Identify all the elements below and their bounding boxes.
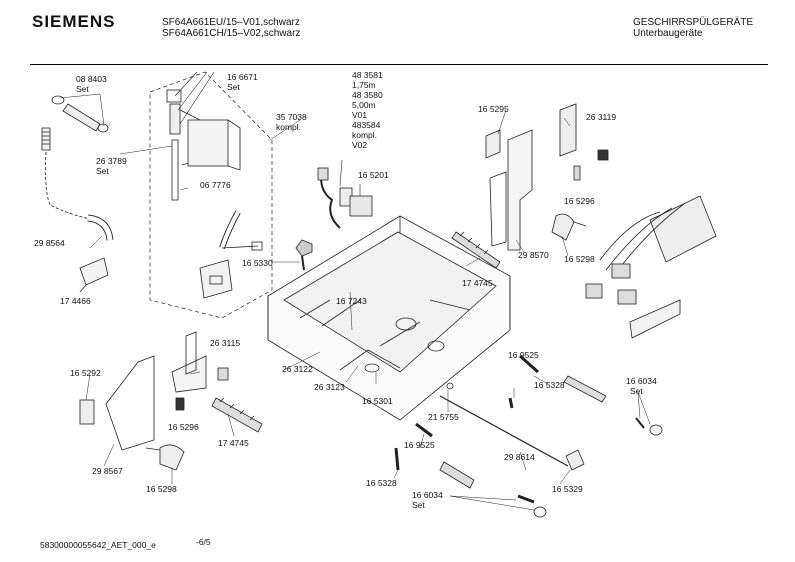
label-set-263789: Set [96, 166, 109, 176]
label-483580: 48 3580 [352, 90, 383, 100]
label-298567: 29 8567 [92, 466, 123, 476]
corrugated-hose-drawing [41, 127, 51, 151]
level-switch-drawing [439, 375, 607, 489]
label-166671: 16 6671 [227, 72, 258, 82]
valve-bracket-drawing [199, 259, 233, 299]
bracket-174466-drawing [79, 257, 109, 293]
label-v01: V01 [352, 110, 368, 120]
label-088403: 08 8403 [76, 74, 107, 84]
screws-drawing [394, 354, 645, 504]
label-298570: 29 8570 [518, 250, 549, 260]
label-set-166671: Set [227, 82, 240, 92]
label-165301: 16 5301 [362, 396, 393, 406]
model-line-2: SF64A661CH/15–V02,schwarz [162, 28, 301, 39]
header-rule [30, 64, 768, 65]
label-215755: 21 5755 [428, 412, 459, 422]
label-067776: 06 7776 [200, 180, 231, 190]
float-rod-drawing [439, 395, 569, 467]
subcategory-title: Unterbaugeräte [633, 28, 703, 39]
hose-clamp-set-drawing [51, 95, 109, 133]
model-line-1: SF64A661EU/15–V01,schwarz [162, 17, 300, 28]
label-174745-lower: 17 4745 [218, 438, 249, 448]
label-483584: 483584 [352, 120, 381, 130]
label-174466: 17 4466 [60, 296, 91, 306]
label-set-088403: Set [76, 84, 89, 94]
label-165201: 16 5201 [358, 170, 389, 180]
valve-group-outline [149, 71, 273, 319]
category-title: GESCHIRRSPÜLGERÄTE [633, 17, 754, 28]
label-165298-right: 16 5298 [564, 254, 595, 264]
label-v02: V02 [352, 140, 368, 150]
label-263119: 26 3119 [586, 112, 617, 122]
label-263789: 26 3789 [96, 156, 127, 166]
label-263123: 26 3123 [314, 382, 345, 392]
label-165330: 16 5330 [242, 258, 273, 268]
label-set-166034-right: Set [630, 386, 643, 396]
leader-lines [59, 93, 651, 511]
inlet-valve-drawing [166, 89, 241, 201]
label-298564: 29 8564 [34, 238, 65, 248]
label-set-166034-lower: Set [412, 500, 425, 510]
label-169525-lower: 16 9525 [404, 440, 435, 450]
label-165295: 16 5295 [478, 104, 509, 114]
label-kompl-357038: kompl. [276, 122, 302, 132]
valve-hose-drawing [219, 210, 263, 251]
label-263122: 26 3122 [282, 364, 313, 374]
label-165296-left: 16 5296 [168, 422, 199, 432]
label-165296-right: 16 5296 [564, 196, 595, 206]
label-167243: 16 7243 [336, 296, 367, 306]
brand-logo: SIEMENS [32, 12, 116, 31]
label-length-175: 1,75m [352, 80, 376, 90]
label-357038: 35 7038 [276, 112, 307, 122]
wiring-harness-right-drawing [585, 195, 717, 339]
document-id: 58300000055642_AET_000_e [40, 540, 156, 550]
lower-left-bracket-drawing [79, 331, 263, 471]
label-165329: 16 5329 [552, 484, 583, 494]
label-165328-lower: 16 5328 [366, 478, 397, 488]
label-166034-lower: 16 6034 [412, 490, 443, 500]
label-483581: 48 3581 [352, 70, 383, 80]
label-length-500: 5,00m [352, 100, 376, 110]
label-263115: 26 3115 [210, 338, 241, 348]
page-number: -6/5 [196, 537, 211, 547]
label-298614: 29 8614 [504, 452, 535, 462]
cap-parts-drawing [533, 424, 663, 518]
label-kompl-483584: kompl. [352, 130, 378, 140]
label-165292: 16 5292 [70, 368, 101, 378]
label-165298-left: 16 5298 [146, 484, 177, 494]
ribbed-bracket-174745a-drawing [451, 231, 501, 269]
cable-harness-drawing [317, 159, 373, 229]
label-169525-right: 16 9525 [508, 350, 539, 360]
label-165328-right: 16 5328 [534, 380, 565, 390]
label-166034-right: 16 6034 [626, 376, 657, 386]
right-bracket-drawing [485, 103, 609, 251]
drain-hose-drawing [87, 214, 114, 241]
base-frame-drawing [267, 215, 511, 421]
hose-routing-line [45, 151, 96, 221]
label-174745-upper: 17 4745 [462, 278, 493, 288]
